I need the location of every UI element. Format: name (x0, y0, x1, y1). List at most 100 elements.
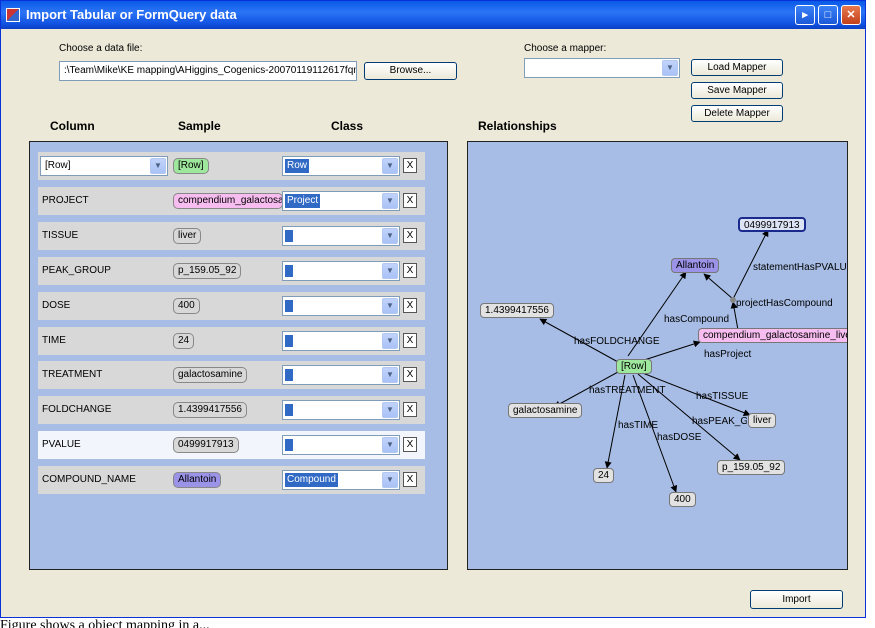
column-select-value: [Row] (45, 160, 71, 171)
class-select[interactable]: ▼ (282, 296, 400, 316)
mapping-row: TISSUE liver ▼ X (38, 222, 425, 250)
node-project[interactable]: compendium_galactosamine_liver (698, 328, 847, 343)
sample-value: 400 (173, 298, 200, 314)
node-peak-group[interactable]: p_159.05_92 (717, 460, 786, 475)
sample-value: p_159.05_92 (173, 263, 242, 279)
chevron-down-icon[interactable]: ▼ (150, 158, 166, 174)
column-select[interactable]: [Row] ▼ (40, 156, 168, 176)
edge-label-has-project: hasProject (704, 349, 752, 360)
delete-mapper-button[interactable]: Delete Mapper (691, 105, 783, 122)
remove-mapping-button[interactable]: X (403, 298, 417, 313)
chevron-down-icon[interactable]: ▼ (382, 263, 398, 279)
node-time[interactable]: 24 (593, 468, 615, 483)
edge-label-statement-pvalue: statementHasPVALUE (753, 262, 848, 273)
window-title: Import Tabular or FormQuery data (26, 7, 237, 22)
class-select-value (285, 335, 293, 347)
column-name: TREATMENT (42, 369, 103, 380)
chevron-down-icon[interactable]: ▼ (382, 472, 398, 488)
load-mapper-button[interactable]: Load Mapper (691, 59, 783, 76)
file-label: Choose a data file: (59, 43, 143, 54)
edge-row-tissue (639, 371, 751, 416)
chevron-down-icon[interactable]: ▼ (382, 402, 398, 418)
remove-mapping-button[interactable]: X (403, 333, 417, 348)
class-select[interactable]: ▼ (282, 261, 400, 281)
chevron-down-icon[interactable]: ▼ (382, 437, 398, 453)
class-select[interactable]: Compound ▼ (282, 470, 400, 490)
sample-value: 0499917913 (173, 437, 239, 453)
edge-label-has-treatment: hasTREATMENT (589, 385, 666, 396)
node-allantoin[interactable]: Allantoin (671, 258, 720, 273)
sample-value: liver (173, 228, 202, 244)
class-select[interactable]: ▼ (282, 331, 400, 351)
class-select[interactable]: Row ▼ (282, 156, 400, 176)
class-select-value (285, 404, 293, 416)
save-mapper-button[interactable]: Save Mapper (691, 82, 783, 99)
class-select[interactable]: ▼ (282, 226, 400, 246)
class-select-value (285, 300, 293, 312)
class-select-value: Compound (285, 473, 338, 487)
node-foldchange[interactable]: 1.4399417556 (480, 303, 554, 318)
column-name: TISSUE (42, 230, 79, 241)
mapping-row: PVALUE 0499917913 ▼ X (38, 431, 425, 459)
chevron-down-icon[interactable]: ▼ (382, 333, 398, 349)
edge-label-has-dose: hasDOSE (657, 432, 702, 443)
sample-value: 1.4399417556 (173, 402, 247, 418)
edge-row-allantoin (627, 271, 687, 357)
edge-row-time (604, 374, 626, 469)
import-window: Import Tabular or FormQuery data ▸ □ ✕ C… (0, 0, 866, 618)
file-path-input[interactable]: :\Team\Mike\KE mapping\AHiggins_Cogenics… (59, 61, 357, 81)
column-name: TIME (42, 335, 66, 346)
node-dose[interactable]: 400 (669, 492, 696, 507)
chevron-down-icon[interactable]: ▼ (382, 193, 398, 209)
node-tissue[interactable]: liver (748, 413, 777, 428)
remove-mapping-button[interactable]: X (403, 367, 417, 382)
title-bar[interactable]: Import Tabular or FormQuery data ▸ □ ✕ (1, 1, 865, 29)
node-pvalue[interactable]: 0499917913 (738, 217, 806, 232)
remove-mapping-button[interactable]: X (403, 193, 417, 208)
chevron-down-icon[interactable]: ▼ (382, 158, 398, 174)
edge-project-statement (730, 301, 739, 331)
class-select-value (285, 439, 293, 451)
class-select-value: Project (285, 194, 321, 208)
class-select[interactable]: Project ▼ (282, 191, 400, 211)
close-button[interactable]: ✕ (841, 5, 861, 25)
class-select[interactable]: ▼ (282, 435, 400, 455)
chevron-down-icon[interactable]: ▼ (382, 228, 398, 244)
chevron-down-icon[interactable]: ▼ (382, 367, 398, 383)
sample-value: Allantoin (173, 472, 222, 488)
edge-statement-allantoin (703, 273, 734, 300)
edge-row-peak (637, 373, 741, 461)
maximize-button[interactable]: □ (818, 5, 838, 25)
remove-mapping-button[interactable]: X (403, 228, 417, 243)
class-select-value (285, 265, 293, 277)
relationships-graph[interactable]: 0499917913 Allantoin 1.4399417556 compen… (467, 141, 848, 570)
remove-mapping-button[interactable]: X (403, 158, 417, 173)
browse-button[interactable]: Browse... (364, 62, 457, 80)
remove-mapping-button[interactable]: X (403, 472, 417, 487)
chevron-down-icon[interactable]: ▼ (382, 298, 398, 314)
help-button[interactable]: ▸ (795, 5, 815, 25)
column-name: FOLDCHANGE (42, 404, 112, 415)
mapper-select[interactable]: ▼ (524, 58, 680, 78)
chevron-down-icon[interactable]: ▼ (662, 60, 678, 76)
node-treatment[interactable]: galactosamine (508, 403, 583, 418)
remove-mapping-button[interactable]: X (403, 437, 417, 452)
sample-value: [Row] (173, 158, 209, 174)
import-button[interactable]: Import (750, 590, 843, 609)
class-select[interactable]: ▼ (282, 400, 400, 420)
remove-mapping-button[interactable]: X (403, 402, 417, 417)
class-select[interactable]: ▼ (282, 365, 400, 385)
column-name: PROJECT (42, 195, 89, 206)
column-header: Column (50, 119, 95, 133)
class-select-value: Row (285, 159, 310, 173)
remove-mapping-button[interactable]: X (403, 263, 417, 278)
edge-label-has-compound: hasCompound (664, 314, 730, 325)
column-name: PVALUE (42, 439, 81, 450)
node-row[interactable]: [Row] (616, 359, 652, 374)
edge-statement-pvalue (732, 229, 769, 300)
edge-row-treatment (553, 371, 619, 408)
edge-row-project (637, 340, 701, 363)
